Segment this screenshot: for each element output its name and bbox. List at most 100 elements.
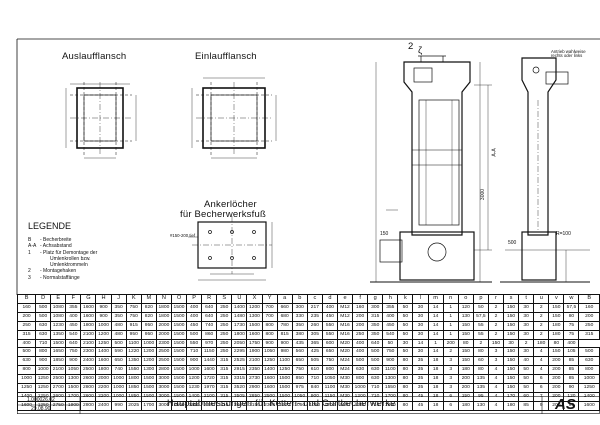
table-cell: 1400 (261, 365, 278, 376)
table-cell: 900 (95, 302, 112, 313)
table-cell: 150 (503, 320, 520, 331)
table-cell: 30 (518, 311, 535, 322)
table-cell: 710 (367, 383, 384, 393)
table-cell: 1350 (50, 329, 67, 340)
table-cell: 4 (533, 347, 550, 358)
table-cell: 35 (412, 374, 429, 385)
table-cell: 200 (548, 383, 565, 393)
table-cell: 80 (548, 338, 565, 349)
table-cell: 250 (216, 338, 233, 349)
table-cell: 640 (367, 338, 384, 349)
column-header: v (548, 294, 565, 304)
table-cell: 217 (306, 302, 323, 313)
table-cell: 1500 (140, 374, 157, 385)
table-cell: 2915 (231, 365, 248, 376)
table-cell: 900 (382, 356, 399, 367)
legend-item: B- Becherbreite (28, 237, 72, 243)
column-header: a (276, 294, 293, 304)
column-header: p (472, 294, 489, 304)
legend-title: LEGENDE (28, 221, 72, 231)
table-cell: 400 (563, 338, 580, 349)
table-cell: 130 (457, 311, 474, 322)
table-cell: 315 (216, 365, 233, 376)
table-cell: 1150 (201, 347, 218, 358)
column-header: G (80, 294, 97, 304)
column-header: H (95, 294, 112, 304)
table-cell: 2800 (155, 365, 172, 376)
table-cell: 1080 (50, 311, 67, 322)
table-cell: 1500 (170, 311, 188, 322)
table-cell: 860 (201, 329, 218, 340)
table-cell: 915 (125, 320, 142, 331)
table-cell: 400 (186, 311, 203, 322)
table-cell: 2500 (155, 356, 172, 367)
table-cell: 1440 (201, 356, 218, 367)
table-cell: 1300 (382, 374, 399, 385)
table-cell: 1600 (80, 302, 97, 313)
table-cell: 80 (397, 365, 414, 376)
table-cell: 550 (321, 329, 338, 340)
table-cell: 700 (261, 302, 278, 313)
table-cell: 250 (216, 347, 233, 358)
table-cell: 315 (216, 374, 233, 385)
table-cell: 400 (382, 311, 399, 322)
table-cell: 975 (291, 383, 308, 393)
table-cell: 1500 (65, 383, 82, 393)
table-cell: 40 (518, 356, 535, 367)
table-cell: 2500 (155, 347, 172, 358)
legend-item: Umlenktrommeln (50, 262, 88, 269)
table-cell: 50 (397, 311, 414, 322)
table-cell: 2300 (80, 347, 97, 358)
table-cell: 6 (533, 383, 550, 393)
drawing-date: 29.08.90 (31, 406, 51, 412)
table-cell: 250 (216, 329, 233, 340)
table-cell: 1000 (110, 383, 127, 393)
table-cell: 1 (442, 329, 459, 340)
table-cell: 18 (427, 365, 444, 376)
technical-drawing (16, 38, 600, 295)
table-cell: 630 (367, 374, 384, 385)
table-cell: 1800 (80, 320, 97, 331)
column-header: O (170, 294, 188, 304)
column-header: n (442, 294, 459, 304)
table-cell: 200 (548, 356, 565, 367)
table-cell: 250 (216, 302, 233, 313)
zeta-label: ζ (418, 45, 423, 56)
table-cell: 1600 (246, 329, 263, 340)
table-cell: 305 (306, 329, 323, 340)
table-cell: 680 (276, 311, 293, 322)
table-cell: 900 (65, 356, 82, 367)
table-cell: 315 (216, 356, 233, 367)
table-cell: 80 (397, 383, 414, 393)
table-cell: 30 (518, 302, 535, 313)
table-cell: 1230 (50, 320, 67, 331)
table-cell: 500 (110, 338, 127, 349)
table-cell: 365 (306, 338, 323, 349)
anchor-holes-drawing (188, 216, 273, 281)
table-cell: 200 (457, 374, 474, 385)
table-cell: 2730 (246, 374, 263, 385)
table-cell: 1000 (140, 338, 157, 349)
table-cell: 1600 (261, 374, 278, 385)
table-cell: 1300 (246, 311, 263, 322)
anchor-holes-heading: Ankerlöcher (204, 199, 257, 210)
table-cell: 80 (397, 374, 414, 385)
table-cell: 14 (427, 311, 444, 322)
table-cell: 800 (321, 365, 338, 376)
column-header: N (155, 294, 172, 304)
table-cell: 1720 (201, 374, 218, 385)
table-cell: 2 (442, 347, 459, 358)
table-cell: 1200 (246, 302, 263, 313)
table-cell: 1200 (186, 374, 203, 385)
table-cell: 55 (472, 320, 489, 331)
table-cell: 820 (140, 311, 157, 322)
table-cell: 50 (472, 302, 489, 313)
table-cell: 315 (16, 329, 37, 340)
inlet-flange-drawing (191, 77, 277, 159)
inlet-flange-heading: Einlaufflansch (195, 51, 257, 62)
